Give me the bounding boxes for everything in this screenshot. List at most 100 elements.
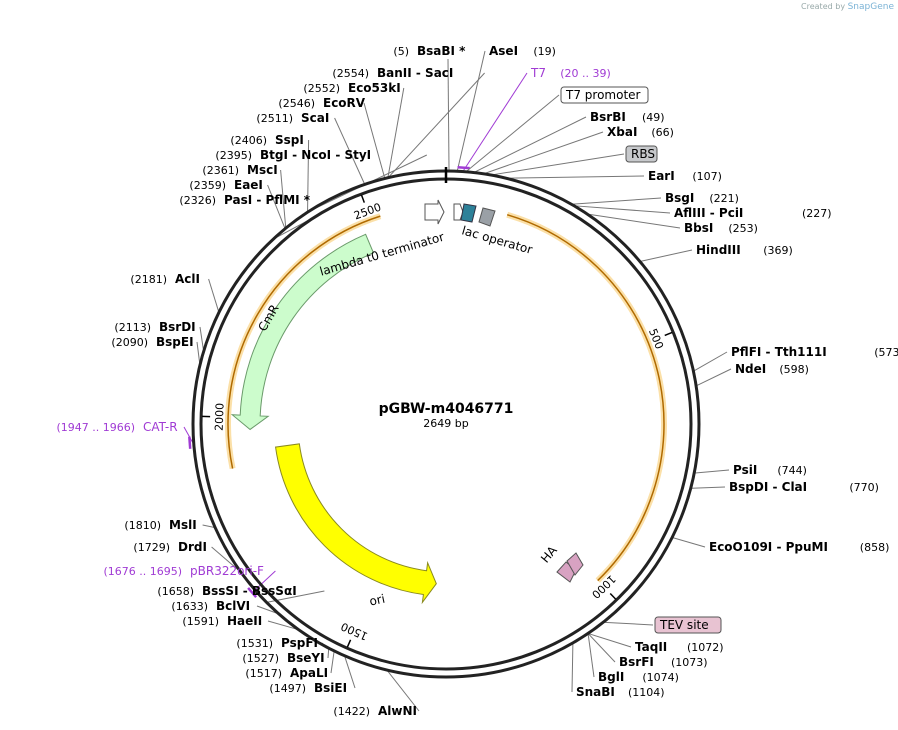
site-name: EaeI xyxy=(234,178,263,192)
site-position: (1531) xyxy=(236,637,273,650)
site-snabi[interactable]: SnaBI(1104) xyxy=(576,685,665,699)
site-name: BsrBI xyxy=(590,110,626,124)
site-box xyxy=(654,616,722,634)
site-eari[interactable]: EarI(107) xyxy=(648,169,722,183)
site-apali[interactable]: ApaLI(1517) xyxy=(245,666,328,680)
site-banii[interactable]: BanII - SacI(2554) xyxy=(332,66,453,80)
backbone-ring xyxy=(191,167,701,679)
site-eco53ki[interactable]: Eco53kI(2552) xyxy=(303,81,400,95)
leader-line xyxy=(587,634,595,678)
site-bsgi[interactable]: BsgI(221) xyxy=(665,191,739,205)
leader-line xyxy=(183,426,194,443)
site-pbr322orif[interactable]: pBR322ori-F(1676 .. 1695) xyxy=(103,564,264,578)
site-position: (107) xyxy=(692,170,722,183)
site-pflfi[interactable]: PflFI - Tth111I(573) xyxy=(731,345,898,359)
leader-line xyxy=(466,94,560,172)
site-bsssi[interactable]: BssSI - BssSαI(1658) xyxy=(157,584,296,598)
leader-line xyxy=(267,620,297,630)
leader-line xyxy=(202,524,215,528)
tick-mark xyxy=(360,194,366,203)
site-t7[interactable]: T7(20 .. 39) xyxy=(530,66,611,80)
leader-line xyxy=(307,139,310,212)
site-tev[interactable]: TEV site xyxy=(654,616,722,634)
site-hindiii[interactable]: HindIII(369) xyxy=(696,243,793,257)
site-name: TEV site xyxy=(659,618,709,632)
site-name: BspDI - ClaI xyxy=(729,480,807,494)
lac-operator-label: lac operator xyxy=(460,223,534,257)
site-labels[interactable]: BsaBI *(5) AseI(19) T7(20 .. 39) T7 promote… xyxy=(56,44,898,718)
leader-line xyxy=(463,72,528,171)
site-position: (1497) xyxy=(269,682,306,695)
site-eaei[interactable]: EaeI(2359) xyxy=(189,178,262,192)
site-name: BbsI xyxy=(684,221,713,235)
site-asei[interactable]: AseI(19) xyxy=(489,44,556,58)
snapgene-logo: SnapGene xyxy=(847,2,894,12)
site-position: (2546) xyxy=(278,97,315,110)
site-xbai[interactable]: XbaI(66) xyxy=(607,125,674,139)
site-alwni[interactable]: AlwNI (1422) xyxy=(333,704,417,718)
site-ecorv[interactable]: EcoRV(2546) xyxy=(278,96,365,110)
feature-ori[interactable] xyxy=(274,443,437,605)
site-name: AflIII - PciI xyxy=(674,206,743,220)
site-position: (1422) xyxy=(333,705,370,718)
site-name: MscI xyxy=(247,163,278,177)
site-position: (2113) xyxy=(114,321,151,334)
site-msli[interactable]: MslI(1810) xyxy=(124,518,196,532)
site-bspdi[interactable]: BspDI - ClaI (770) xyxy=(729,480,879,494)
site-position: (573) xyxy=(874,346,898,359)
rbs-box xyxy=(460,203,477,223)
credit-prefix: Created by xyxy=(801,2,846,11)
site-t7[interactable]: T7 promoter xyxy=(560,86,649,104)
leader-line xyxy=(388,72,485,177)
site-bbsi[interactable]: BbsI (253) xyxy=(684,221,758,235)
site-catr[interactable]: CAT-R(1947 .. 1966) xyxy=(56,420,177,434)
site-bsrbi[interactable]: BsrBI(49) xyxy=(590,110,665,124)
leader-line xyxy=(387,87,405,177)
site-name: ScaI xyxy=(301,111,329,125)
site-position: (770) xyxy=(849,481,879,494)
site-name: pBR322ori-F xyxy=(190,564,264,578)
site-bsabi[interactable]: BsaBI *(5) xyxy=(393,44,466,58)
site-msci[interactable]: MscI(2361) xyxy=(202,163,277,177)
site-bsrfi[interactable]: BsrFI(1073) xyxy=(619,655,708,669)
site-drdi[interactable]: DrdI(1729) xyxy=(133,540,207,554)
site-bseyi[interactable]: BseYI(1527) xyxy=(242,651,324,665)
site-acli[interactable]: AclI(2181) xyxy=(130,272,200,286)
site-btgi[interactable]: BtgI - NcoI - StyI(2395) xyxy=(215,148,371,162)
feature-cmr[interactable] xyxy=(230,233,375,431)
site-name: BsrFI xyxy=(619,655,654,669)
site-name: Eco53kI xyxy=(348,81,401,95)
site-bsiei[interactable]: BsiEI(1497) xyxy=(269,681,347,695)
site-pasi[interactable]: PasI - PflMI *(2326) xyxy=(179,193,310,207)
site-afliii[interactable]: AflIII - PciI(227) xyxy=(674,206,832,220)
site-name: BsgI xyxy=(665,191,694,205)
site-scai[interactable]: ScaI(2511) xyxy=(256,111,329,125)
site-position: (253) xyxy=(728,222,758,235)
site-bsrdi[interactable]: BsrDI(2113) xyxy=(114,320,195,334)
site-name: BtgI - NcoI - StyI xyxy=(260,148,371,162)
site-name: BanII - SacI xyxy=(377,66,453,80)
leader-line xyxy=(695,469,730,474)
site-haeii[interactable]: HaeII(1591) xyxy=(182,614,262,628)
site-position: (2181) xyxy=(130,273,167,286)
leader-line xyxy=(604,621,654,626)
site-name: AlwNI xyxy=(378,704,417,718)
site-position: (369) xyxy=(763,244,793,257)
site-leader-lines xyxy=(183,50,732,712)
site-bspei[interactable]: BspEI(2090) xyxy=(111,335,193,349)
site-taqii[interactable]: TaqII(1072) xyxy=(635,640,724,654)
site-bgli[interactable]: BglI(1074) xyxy=(598,670,679,684)
orf-arc xyxy=(227,215,381,469)
site-rbs[interactable]: RBS xyxy=(625,145,658,163)
site-bclvi[interactable]: BclVI(1633) xyxy=(171,599,250,613)
site-ecoo109i[interactable]: EcoO109I - PpuMI(858) xyxy=(709,540,889,554)
site-position: (5) xyxy=(393,45,409,58)
site-position: (2090) xyxy=(111,336,148,349)
site-psii[interactable]: PsiI(744) xyxy=(733,463,807,477)
leader-line xyxy=(589,633,632,648)
leader-line xyxy=(493,153,625,176)
site-sspi[interactable]: SspI(2406) xyxy=(230,133,303,147)
site-pspfi[interactable]: PspFI(1531) xyxy=(236,636,318,650)
site-name: NdeI xyxy=(735,362,766,376)
site-ndei[interactable]: NdeI(598) xyxy=(735,362,809,376)
